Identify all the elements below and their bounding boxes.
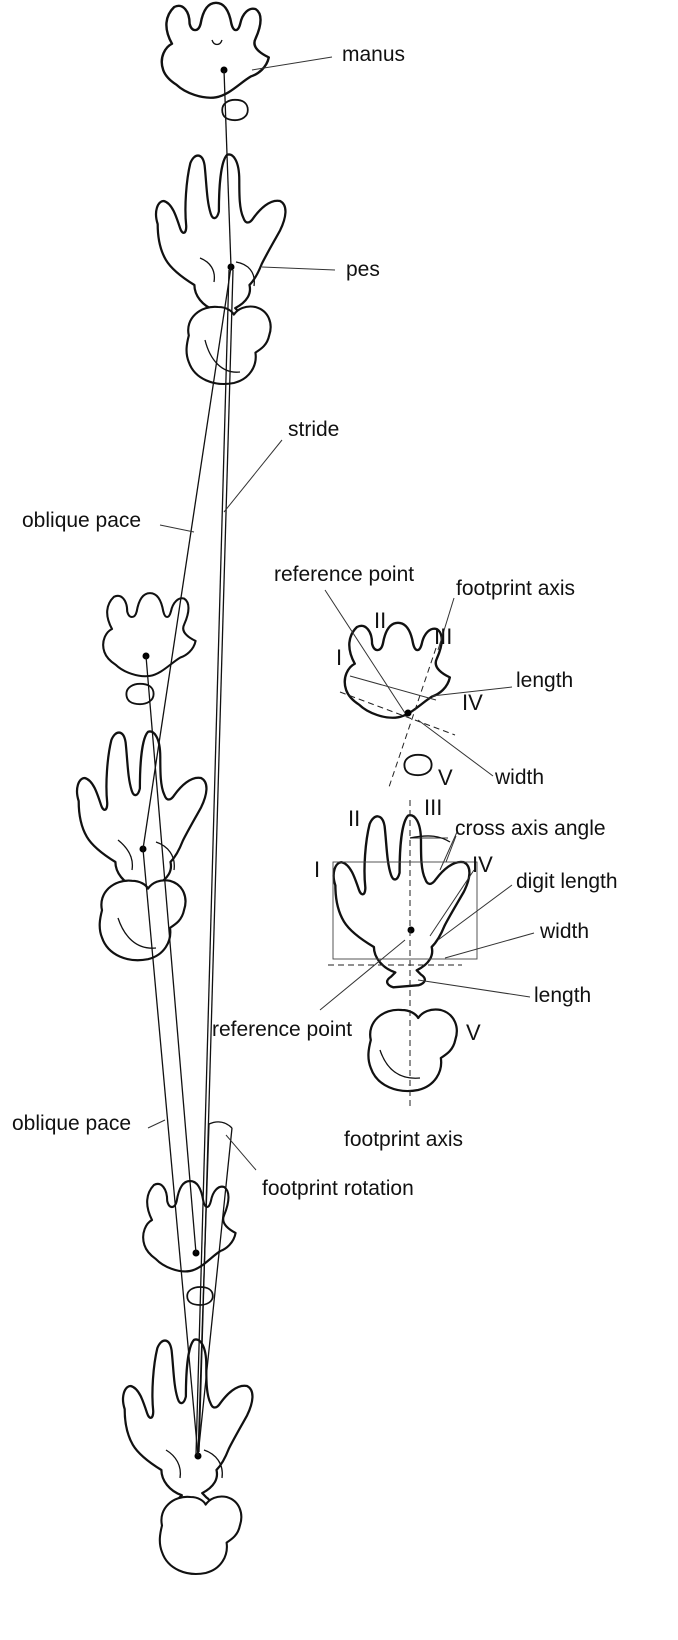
pes-digit-I: I — [314, 857, 320, 882]
pes-reference-point-label: reference point — [212, 1018, 352, 1041]
pes-width-label: width — [539, 920, 589, 943]
digit-length-label: digit length — [516, 870, 618, 893]
manus-digit-V: V — [438, 765, 453, 790]
manus-footprint-axis-label: footprint axis — [456, 577, 575, 600]
manus-print-2 — [103, 593, 195, 704]
pes-label: pes — [346, 258, 380, 281]
trackway: manus pes stride oblique pace oblique pa… — [12, 3, 414, 1574]
manus-digit-IV: IV — [462, 690, 483, 715]
manus-digit-III: III — [434, 624, 452, 649]
stride-label: stride — [288, 418, 339, 441]
oblique-pace-label-1: oblique pace — [22, 509, 141, 532]
pes-digit-IV: IV — [472, 852, 493, 877]
cross-axis-angle-label: cross axis angle — [455, 817, 606, 840]
manus-label: manus — [342, 43, 405, 66]
pes-print-1 — [156, 154, 285, 383]
footprint-rotation-label: footprint rotation — [262, 1177, 414, 1200]
pes-footprint-axis-label: footprint axis — [344, 1128, 463, 1151]
manus-width-label: width — [494, 766, 544, 789]
manus-length-label: length — [516, 669, 573, 692]
pes-print-3 — [123, 1339, 252, 1573]
pes-print-2 — [77, 731, 206, 960]
pes-detail: cross axis angle digit length width leng… — [212, 795, 618, 1151]
pes-digit-V: V — [466, 1020, 481, 1045]
manus-digit-II: II — [374, 608, 386, 633]
manus-reference-point-label: reference point — [274, 563, 414, 586]
oblique-pace-label-2: oblique pace — [12, 1112, 131, 1135]
pes-digit-III: III — [424, 795, 442, 820]
manus-detail: reference point footprint axis length wi… — [274, 563, 575, 790]
manus-print-1 — [162, 3, 269, 120]
pes-digit-II: II — [348, 806, 360, 831]
manus-digit-I: I — [336, 645, 342, 670]
pes-length-label: length — [534, 984, 591, 1007]
manus-print-3 — [143, 1181, 235, 1305]
